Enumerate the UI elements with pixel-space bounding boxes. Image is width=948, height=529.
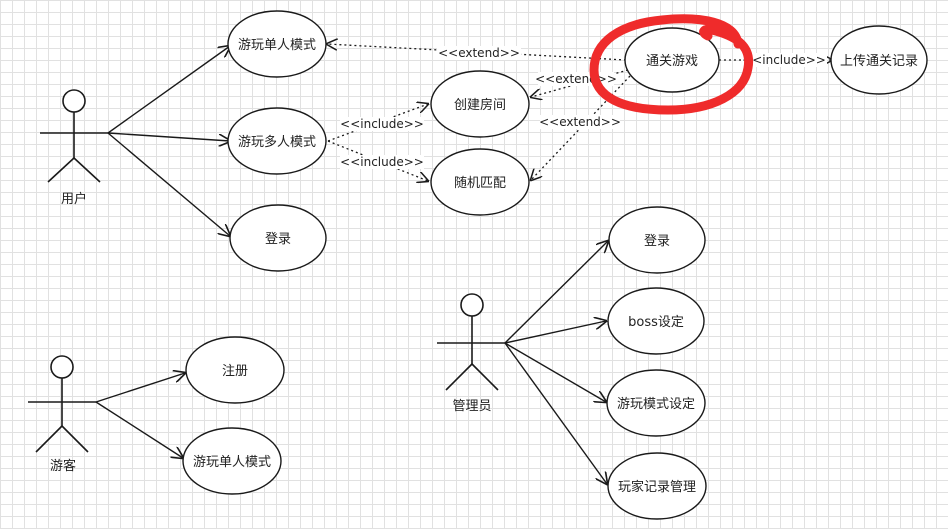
use-case-upload-record-label: 上传通关记录 — [840, 54, 918, 69]
label-extend-single: <<extend>> — [438, 46, 520, 60]
actor-guest[interactable] — [28, 355, 96, 453]
use-case-guest-single-player-label: 游玩单人模式 — [193, 455, 271, 470]
use-case-single-player-label: 游玩单人模式 — [238, 38, 316, 53]
assoc-user-single — [107, 46, 230, 134]
use-case-login-admin[interactable]: 登录 — [608, 206, 706, 274]
use-case-boss-settings-label: boss设定 — [628, 315, 684, 330]
actor-admin[interactable] — [437, 293, 505, 391]
assoc-admin-mode — [504, 342, 606, 402]
use-case-login-admin-label: 登录 — [644, 234, 670, 249]
highlight-circle — [589, 14, 754, 115]
use-case-create-room-label: 创建房间 — [454, 97, 506, 113]
label-include-match: <<include>> — [340, 155, 424, 169]
use-case-clear-game-label: 通关游戏 — [646, 54, 698, 69]
use-case-mode-settings-label: 游玩模式设定 — [617, 397, 695, 412]
assoc-user-multi — [107, 132, 230, 141]
use-case-record-management[interactable]: 玩家记录管理 — [607, 452, 707, 520]
label-include-create: <<include>> — [340, 117, 424, 131]
use-case-clear-game[interactable]: 通关游戏 — [624, 27, 720, 93]
assoc-admin-records — [504, 342, 607, 484]
assoc-admin-boss — [504, 321, 606, 344]
use-case-login-user[interactable]: 登录 — [229, 204, 327, 272]
use-case-guest-single-player[interactable]: 游玩单人模式 — [182, 427, 282, 495]
use-case-multi-player[interactable]: 游玩多人模式 — [227, 107, 327, 175]
actor-guest-label: 游客 — [50, 458, 76, 474]
use-case-upload-record[interactable]: 上传通关记录 — [830, 25, 928, 95]
use-case-boss-settings[interactable]: boss设定 — [607, 287, 705, 355]
actor-user-label: 用户 — [61, 191, 87, 207]
use-case-random-match-label: 随机匹配 — [454, 176, 506, 191]
relation-labels: <<extend>> <<include>> <<include>> <<ext… — [340, 46, 827, 169]
use-case-register-label: 注册 — [222, 364, 248, 379]
assoc-user-login — [107, 132, 230, 236]
assoc-guest-single — [95, 401, 183, 458]
assoc-guest-register — [95, 373, 185, 403]
actor-user[interactable] — [40, 89, 108, 183]
use-case-multi-player-label: 游玩多人模式 — [238, 134, 316, 150]
assoc-admin-login — [504, 241, 608, 344]
association-lines — [95, 46, 608, 484]
label-extend-create: <<extend>> — [535, 72, 617, 86]
actor-admin-label: 管理员 — [452, 399, 491, 414]
label-extend-match: <<extend>> — [539, 115, 621, 129]
use-case-create-room[interactable]: 创建房间 — [430, 70, 530, 138]
use-case-record-management-label: 玩家记录管理 — [618, 479, 696, 495]
use-case-single-player[interactable]: 游玩单人模式 — [227, 10, 327, 78]
use-case-random-match[interactable]: 随机匹配 — [430, 148, 530, 216]
use-case-register[interactable]: 注册 — [185, 336, 285, 404]
use-case-login-user-label: 登录 — [265, 232, 291, 247]
label-include-upload: <<include>> — [742, 53, 826, 67]
use-case-mode-settings[interactable]: 游玩模式设定 — [606, 369, 706, 437]
